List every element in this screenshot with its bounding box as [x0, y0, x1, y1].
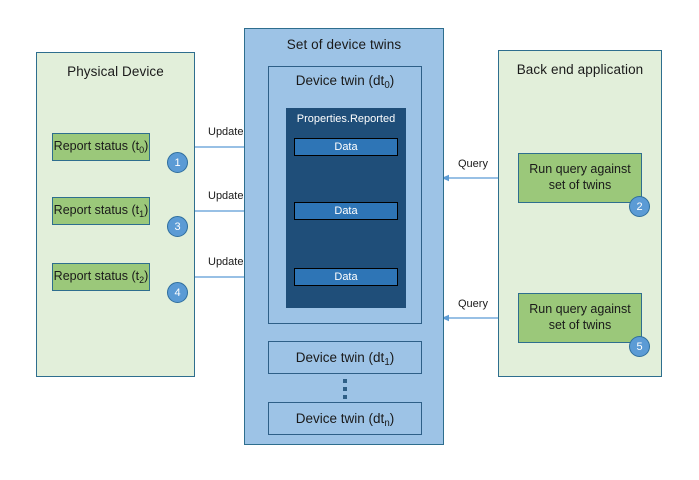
query-label-1: Query — [458, 158, 488, 170]
run-query-label-2: Run query against set of twins — [529, 302, 631, 332]
report-status-t0-box[interactable]: Report status (t0) — [52, 133, 150, 161]
report-status-t2-box[interactable]: Report status (t2) — [52, 263, 150, 291]
step-badge-4: 4 — [167, 282, 188, 303]
set-of-device-twins-title: Set of device twins — [286, 37, 402, 52]
run-query-box-2[interactable]: Run query against set of twins — [518, 293, 642, 343]
data-box-1[interactable]: Data — [294, 138, 398, 156]
physical-device-title: Physical Device — [67, 64, 164, 79]
device-twin-dt1-box[interactable]: Device twin (dt1) — [268, 341, 422, 374]
device-twin-dtn-box[interactable]: Device twin (dtn) — [268, 402, 422, 435]
update-label-3: Update — [208, 256, 244, 268]
data-box-3[interactable]: Data — [294, 268, 398, 286]
back-end-application-title: Back end application — [516, 62, 644, 77]
device-twin-dt0-title: Device twin (dt0) — [295, 73, 395, 91]
update-label-1: Update — [208, 126, 244, 138]
device-twin-dtn-label: Device twin (dtn) — [295, 411, 395, 429]
step-badge-3: 3 — [167, 216, 188, 237]
data-box-2[interactable]: Data — [294, 202, 398, 220]
report-status-t2-label: Report status (t2) — [53, 269, 149, 285]
report-status-t1-label: Report status (t1) — [53, 203, 149, 219]
query-label-2: Query — [458, 298, 488, 310]
report-status-t0-label: Report status (t0) — [53, 139, 149, 155]
properties-reported-title: Properties.Reported — [296, 113, 396, 125]
vertical-ellipsis-icon — [343, 379, 347, 399]
step-badge-1: 1 — [167, 152, 188, 173]
step-badge-5: 5 — [629, 336, 650, 357]
run-query-box-1[interactable]: Run query against set of twins — [518, 153, 642, 203]
run-query-label-1: Run query against set of twins — [529, 162, 631, 192]
step-badge-2: 2 — [629, 196, 650, 217]
device-twin-dt1-label: Device twin (dt1) — [295, 350, 395, 368]
update-label-2: Update — [208, 190, 244, 202]
report-status-t1-box[interactable]: Report status (t1) — [52, 197, 150, 225]
